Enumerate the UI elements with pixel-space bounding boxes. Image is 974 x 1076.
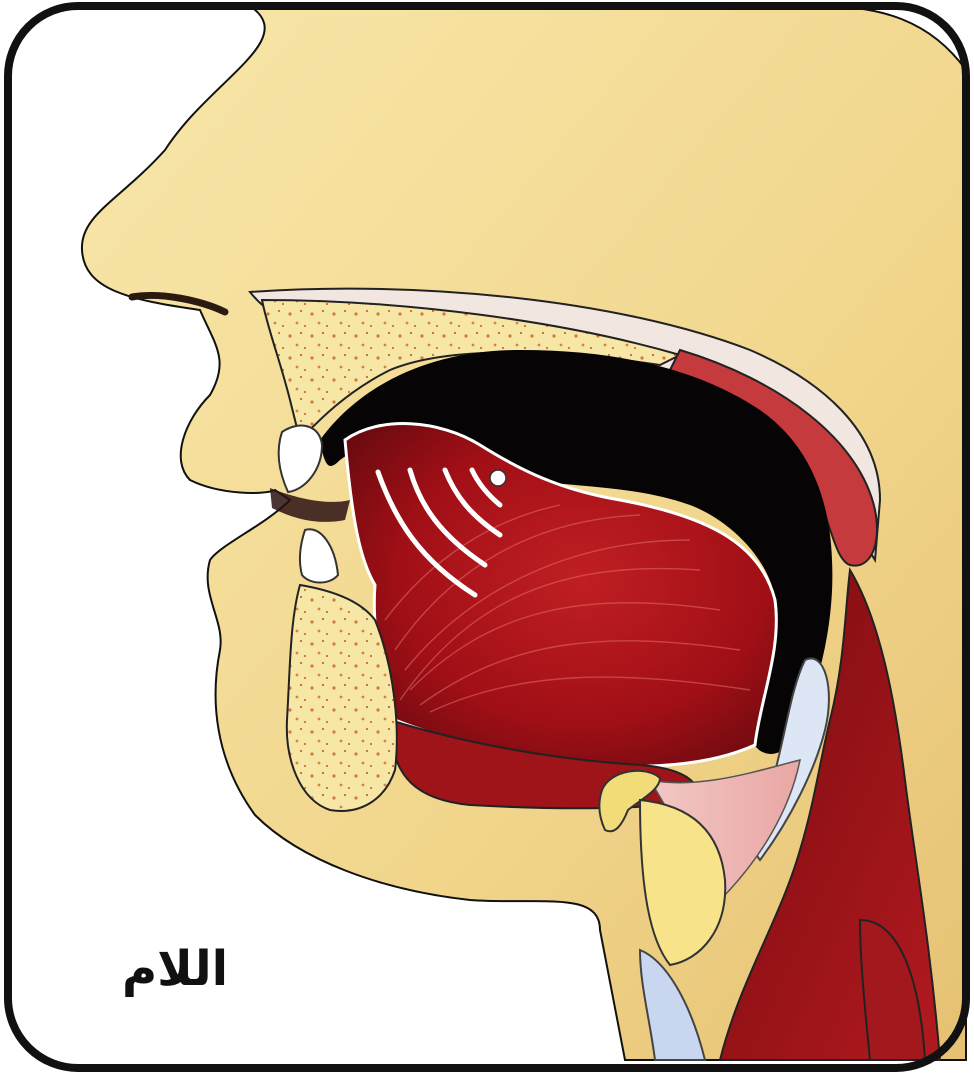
letter-label: اللام	[122, 941, 228, 997]
articulation-point-icon	[490, 470, 506, 486]
